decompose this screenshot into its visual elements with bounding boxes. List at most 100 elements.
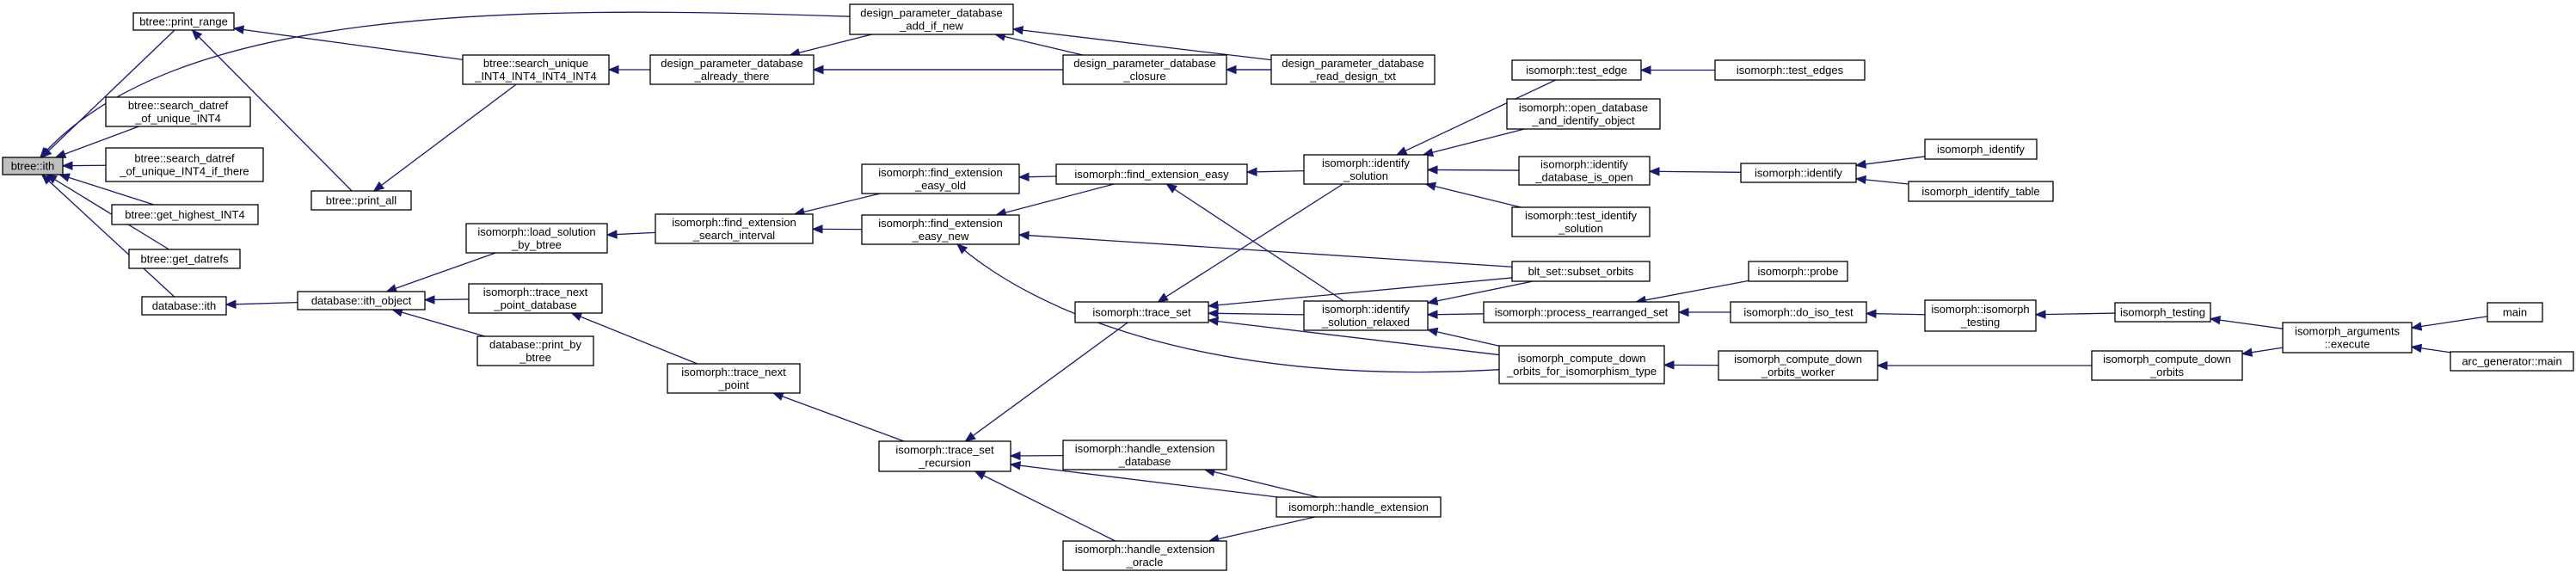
node-trace_next_db[interactable]: isomorph::trace_next_point_database xyxy=(468,283,603,314)
node-label: btree::get_datrefs xyxy=(141,253,229,266)
node-get_datrefs[interactable]: btree::get_datrefs xyxy=(128,249,241,269)
edge-print_range-to-ith xyxy=(40,29,175,158)
node-label: _easy_new xyxy=(912,230,969,243)
node-arc_main[interactable]: arc_generator::main xyxy=(2450,351,2574,372)
node-dpd_read[interactable]: design_parameter_database_read_design_tx… xyxy=(1270,54,1436,85)
node-box xyxy=(1055,163,1248,185)
node-box xyxy=(1303,154,1429,185)
arrowhead-handle_ext-to-trace_set_rec xyxy=(1009,461,1022,470)
node-handle_ext_db[interactable]: isomorph::handle_extension_database xyxy=(1062,440,1227,470)
node-label: design_parameter_database xyxy=(1282,57,1424,70)
node-test_edge[interactable]: isomorph::test_edge xyxy=(1511,59,1642,81)
arrowhead-database_ith-to-ith xyxy=(40,174,52,185)
node-print_by_btree[interactable]: database::print_by_btree xyxy=(476,335,594,366)
node-box xyxy=(128,249,241,269)
node-identify_relaxed[interactable]: isomorph::identify_solution_relaxed xyxy=(1303,300,1429,331)
node-label: isomorph::trace_set xyxy=(895,444,994,457)
node-test_edges[interactable]: isomorph::test_edges xyxy=(1714,59,1866,81)
node-compute_down_worker[interactable]: isomorph_compute_down_orbits_worker xyxy=(1718,350,1878,381)
node-label: database::ith_object xyxy=(311,294,412,307)
node-label: isomorph_testing xyxy=(2120,306,2205,319)
node-load_solution[interactable]: isomorph::load_solution_by_btree xyxy=(465,223,608,254)
node-open_database[interactable]: isomorph::open_database_and_identify_obj… xyxy=(1506,98,1661,130)
edge-open_database-to-identify_solution xyxy=(1423,128,1525,156)
edge-load_solution-to-ith_object xyxy=(386,252,496,292)
node-find_ext_search[interactable]: isomorph::find_extension_search_interval xyxy=(655,213,814,244)
arrowhead-identify_solution-to-find_ext_easy xyxy=(1245,167,1257,177)
node-label: isomorph::trace_next xyxy=(483,286,588,298)
node-box xyxy=(310,190,412,211)
node-search_datref[interactable]: btree::search_datref_of_unique_INT4 xyxy=(105,96,251,127)
arrowhead-find_ext_search-to-load_solution xyxy=(606,230,618,239)
node-label: blt_set::subset_orbits xyxy=(1528,265,1634,278)
node-dpd_already[interactable]: design_parameter_database_already_there xyxy=(649,54,815,85)
node-dpd_add[interactable]: design_parameter_database_add_if_new xyxy=(849,3,1014,35)
node-isomorph_arguments[interactable]: isomorph_arguments::execute xyxy=(2282,322,2413,354)
node-box xyxy=(1511,59,1642,81)
edge-find_ext_easy-to-find_ext_new xyxy=(996,183,1115,216)
node-box xyxy=(849,3,1014,35)
arrowhead-get_highest-to-ith xyxy=(58,173,71,182)
node-search_unique[interactable]: btree::search_unique_INT4_INT4_INT4_INT4 xyxy=(462,54,610,85)
node-label: _of_unique_INT4_if_there xyxy=(119,165,249,178)
node-trace_next_point[interactable]: isomorph::trace_next_point xyxy=(667,363,801,394)
node-label: _testing xyxy=(1960,316,2001,329)
node-label: _orbits xyxy=(2149,366,2185,378)
node-get_highest[interactable]: btree::get_highest_INT4 xyxy=(111,204,259,225)
node-label: isomorph::identify xyxy=(1322,157,1410,169)
node-isomorph_testing_m[interactable]: isomorph::isomorph_testing xyxy=(1924,299,2037,332)
node-label: _point xyxy=(717,378,749,391)
node-label: btree::get_highest_INT4 xyxy=(125,208,244,221)
node-do_iso_test[interactable]: isomorph::do_iso_test xyxy=(1730,301,1867,323)
node-box xyxy=(1748,261,1848,282)
node-box xyxy=(1740,163,1857,183)
node-label: btree::search_datref xyxy=(128,99,229,112)
node-test_identify[interactable]: isomorph::test_identify_solution xyxy=(1511,206,1651,237)
node-trace_set_rec[interactable]: isomorph::trace_set_recursion xyxy=(878,440,1011,472)
node-compute_down_orbits[interactable]: isomorph_compute_down_orbits xyxy=(2091,350,2243,381)
node-ith_object[interactable]: database::ith_object xyxy=(297,291,426,311)
arrowhead-search_unique-to-print_range xyxy=(232,25,245,34)
node-subset_orbits[interactable]: blt_set::subset_orbits xyxy=(1511,261,1651,282)
node-isomorph_identify_table[interactable]: isomorph_identify_table xyxy=(1908,181,2054,202)
node-label: isomorph_compute_down xyxy=(1734,353,1862,366)
node-label: _already_there xyxy=(694,70,770,83)
node-compute_down_orbits_type[interactable]: isomorph_compute_down_orbits_for_isomorp… xyxy=(1498,345,1665,384)
node-isomorph_identify[interactable]: isomorph_identify xyxy=(1924,138,2038,160)
node-identify[interactable]: isomorph::identify xyxy=(1740,163,1857,183)
node-box xyxy=(462,54,610,85)
node-find_ext_old[interactable]: isomorph::find_extension_easy_old xyxy=(861,163,1020,194)
node-isomorph_testing[interactable]: isomorph_testing xyxy=(2114,302,2211,323)
node-box xyxy=(1511,261,1651,282)
node-probe[interactable]: isomorph::probe xyxy=(1748,261,1848,282)
node-box xyxy=(1506,98,1661,130)
arrowhead-load_solution-to-ith_object xyxy=(385,284,398,293)
arrowhead-arc_main-to-isomorph_arguments xyxy=(2410,343,2423,354)
node-print_all[interactable]: btree::print_all xyxy=(310,190,412,211)
node-identify_solution[interactable]: isomorph::identify_solution xyxy=(1303,154,1429,185)
node-search_datref_if[interactable]: btree::search_datref_of_unique_INT4_if_t… xyxy=(105,147,264,182)
node-process_rearranged[interactable]: isomorph::process_rearranged_set xyxy=(1483,301,1680,323)
node-trace_set[interactable]: isomorph::trace_set xyxy=(1074,301,1209,323)
node-dpd_closure[interactable]: design_parameter_database_closure xyxy=(1062,54,1227,85)
node-print_range[interactable]: btree::print_range xyxy=(132,12,235,31)
node-label: isomorph::find_extension xyxy=(878,166,1003,179)
node-main[interactable]: main xyxy=(2487,302,2543,323)
arrowhead-do_iso_test-to-process_rearranged xyxy=(1677,307,1689,317)
edge-database_ith-to-ith xyxy=(41,174,175,298)
edge-print_all-to-print_range xyxy=(191,29,353,192)
node-handle_ext_oracle[interactable]: isomorph::handle_extension_oracle xyxy=(1062,540,1227,571)
arrowhead-subset_orbits-to-trace_set xyxy=(1207,300,1219,310)
node-handle_ext[interactable]: isomorph::handle_extension xyxy=(1276,496,1442,518)
edge-isomorph_testing-to-isomorph_testing_m xyxy=(2035,312,2116,316)
arrowhead-identify_relaxed-to-trace_set xyxy=(1207,309,1219,318)
node-label: _point_database xyxy=(493,298,576,311)
edge-handle_ext_oracle-to-trace_set_rec xyxy=(974,470,1116,542)
node-find_ext_easy[interactable]: isomorph::find_extension_easy xyxy=(1055,163,1248,185)
node-database_ith[interactable]: database::ith xyxy=(141,296,227,316)
node-ith[interactable]: btree::ith xyxy=(2,157,64,175)
node-find_ext_new[interactable]: isomorph::find_extension_easy_new xyxy=(861,214,1020,245)
node-identify_db_open[interactable]: isomorph::identify_database_is_open xyxy=(1518,156,1651,186)
edge-handle_ext-to-handle_ext_db xyxy=(1204,469,1319,498)
node-label: isomorph_compute_down xyxy=(2103,353,2231,366)
